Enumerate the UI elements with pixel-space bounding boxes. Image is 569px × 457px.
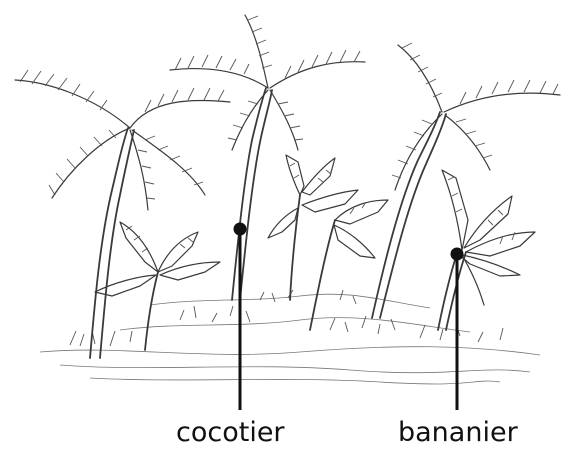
label-cocotier: cocotier xyxy=(176,419,285,446)
label-bananier: bananier xyxy=(398,419,518,446)
right-coconut-tree xyxy=(372,43,560,318)
left-coconut-tree xyxy=(15,70,230,358)
center-banana-plant xyxy=(268,155,388,330)
left-banana-plant xyxy=(95,222,220,350)
center-coconut-tree xyxy=(170,15,365,300)
ground xyxy=(40,290,540,384)
